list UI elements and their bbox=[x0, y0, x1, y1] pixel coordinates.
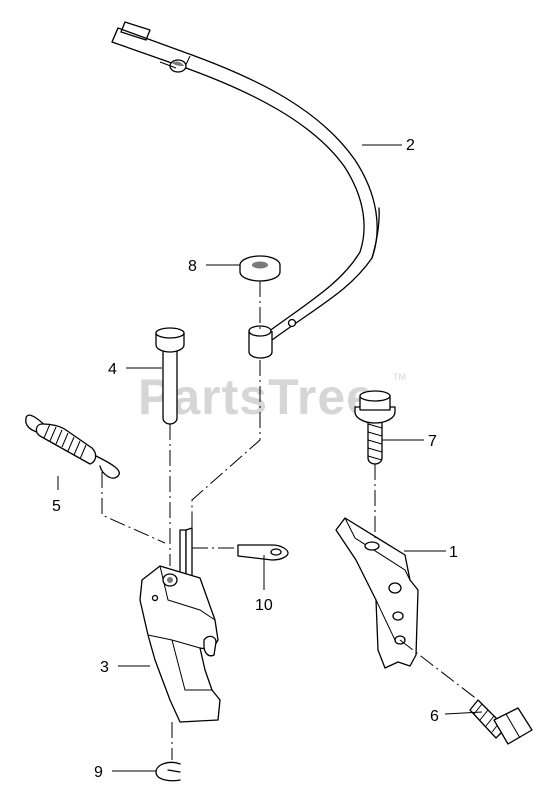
part-spring bbox=[25, 414, 120, 479]
part-cotter-pin bbox=[237, 544, 289, 561]
callout-4: 4 bbox=[108, 361, 117, 378]
callout-10: 10 bbox=[255, 597, 273, 614]
part-bolt-upper bbox=[354, 390, 396, 465]
callout-9: 9 bbox=[94, 764, 103, 781]
part-bracket bbox=[335, 517, 419, 669]
callout-2: 2 bbox=[406, 137, 415, 154]
part-brake-band bbox=[111, 21, 380, 344]
part-bolt-lower bbox=[469, 699, 533, 745]
callout-6: 6 bbox=[430, 708, 439, 725]
part-pin bbox=[155, 327, 185, 425]
part-e-clip bbox=[155, 761, 181, 782]
callout-1: 1 bbox=[449, 544, 458, 561]
part-band-bushing bbox=[248, 325, 273, 359]
part-brake-arm bbox=[139, 527, 221, 723]
watermark-tm: TM bbox=[393, 372, 406, 382]
callout-8: 8 bbox=[188, 258, 197, 275]
part-washer bbox=[239, 255, 281, 282]
assembly-lines bbox=[101, 281, 479, 760]
callout-3: 3 bbox=[100, 659, 109, 676]
leader-lines bbox=[57, 144, 483, 772]
callout-7: 7 bbox=[428, 433, 437, 450]
callout-labels: 1 2 3 4 5 6 7 8 9 10 bbox=[52, 137, 458, 781]
callout-5: 5 bbox=[52, 498, 61, 515]
